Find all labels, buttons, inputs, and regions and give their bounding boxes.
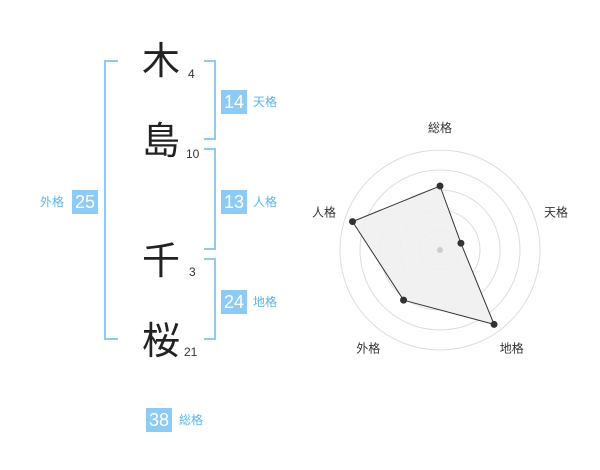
surname-char-1: 木	[142, 39, 181, 83]
gaikaku-bracket	[104, 60, 118, 340]
radar-ring-4	[359, 169, 521, 331]
gaikaku-label: 外格	[40, 195, 65, 209]
tenkaku-value: 14	[221, 90, 247, 114]
chikaku-bracket	[204, 258, 216, 340]
radar-axis-label-4: 外格	[356, 341, 380, 356]
given-strokes-1: 3	[189, 265, 196, 279]
surname-char-2: 島	[142, 119, 181, 163]
radar-axis-label-2: 天格	[544, 204, 568, 219]
chikaku-label: 地格	[253, 295, 278, 309]
radar-point-1	[436, 182, 444, 190]
radar-axis-label-5: 人格	[312, 204, 336, 219]
radar-center-dot	[437, 247, 443, 253]
radar-axis-label-3: 地格	[500, 341, 524, 356]
jinkaku-bracket	[204, 148, 216, 250]
soukaku-value: 38	[146, 408, 172, 432]
jinkaku-value: 13	[221, 190, 247, 214]
surname-strokes-2: 10	[186, 147, 200, 161]
jinkaku-label: 人格	[253, 195, 278, 209]
surname-strokes-1: 4	[188, 67, 195, 81]
tenkaku-bracket	[204, 60, 216, 140]
given-strokes-2: 21	[184, 345, 198, 359]
radar-point-3	[490, 320, 498, 328]
soukaku-label: 総格	[179, 413, 204, 427]
radar-ring-5	[339, 149, 541, 351]
radar-axis-label-1: 総格	[428, 120, 452, 135]
radar-point-5	[349, 218, 357, 226]
radar-point-4	[400, 296, 408, 304]
given-char-2: 桜	[142, 319, 181, 363]
gaikaku-value: 25	[72, 190, 98, 214]
chikaku-value: 24	[221, 290, 247, 314]
given-char-1: 千	[142, 239, 181, 283]
radar-point-2	[457, 239, 465, 247]
tenkaku-label: 天格	[253, 95, 278, 109]
radar-polygon	[351, 185, 495, 326]
